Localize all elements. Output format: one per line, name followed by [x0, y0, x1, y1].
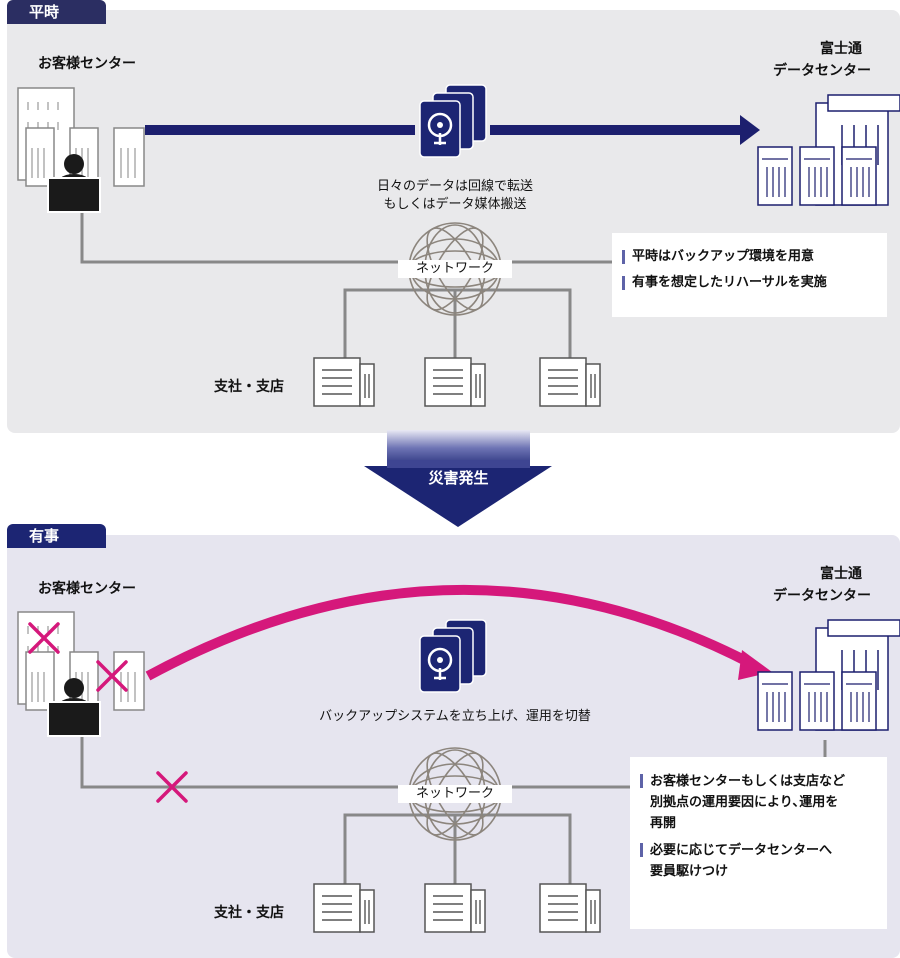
customer-center-icon: [17, 87, 145, 189]
branch-office-icon: [424, 357, 486, 407]
note-item: 有事を想定したリハーサルを実施: [620, 273, 879, 293]
transfer-caption-line2: もしくはデータ媒体搬送: [383, 197, 527, 212]
branch-office-icon: [313, 357, 375, 407]
tab-emergency: 有事: [7, 524, 106, 548]
datacenter-building-icon: [757, 94, 900, 206]
note-item: お客様センターもしくは支店など 別拠点の運用要因により､運用を 再開: [638, 771, 879, 834]
branches-label: 支社・支店: [214, 905, 284, 921]
datacenter-label: データセンター: [773, 63, 871, 79]
note-line: 再開: [650, 816, 677, 831]
hard-disk-icon: [418, 83, 488, 159]
normal-notes: 平時はバックアップ環境を用意 有事を想定したリハーサルを実施: [612, 233, 887, 317]
transfer-arrow-shaft: [145, 125, 415, 135]
customer-center-label: お客様センター: [38, 581, 136, 597]
network-label: ネットワーク: [398, 260, 512, 278]
branches-label: 支社・支店: [214, 379, 284, 395]
note-line: お客様センターもしくは支店など: [650, 774, 846, 789]
emergency-notes: お客様センターもしくは支店など 別拠点の運用要因により､運用を 再開 必要に応じ…: [630, 757, 887, 929]
branch-office-icon: [539, 883, 601, 933]
datacenter-label: データセンター: [773, 588, 871, 604]
network-label: ネットワーク: [398, 785, 512, 803]
transfer-caption-line1: 日々のデータは回線で転送: [376, 179, 533, 194]
note-item: 平時はバックアップ環境を用意: [620, 247, 879, 267]
customer-center-label: お客様センター: [38, 56, 136, 72]
disaster-arrow: [364, 430, 552, 527]
branch-office-icon: [539, 357, 601, 407]
note-line: 別拠点の運用要因により､運用を: [650, 795, 839, 810]
hard-disk-icon: [418, 618, 488, 694]
transfer-arrow-head: [740, 115, 760, 145]
note-item: 必要に応じてデータセンターへ 要員駆けつけ: [638, 840, 879, 882]
branch-office-icon: [424, 883, 486, 933]
note-line: 必要に応じてデータセンターへ: [650, 843, 833, 858]
tab-normal: 平時: [7, 0, 106, 24]
disaster-label: 災害発生: [428, 469, 489, 487]
note-line: 要員駆けつけ: [650, 864, 729, 879]
fujitsu-label: 富士通: [820, 41, 862, 57]
fujitsu-label: 富士通: [820, 566, 862, 582]
switch-caption: バックアップシステムを立ち上げ、運用を切替: [319, 709, 591, 724]
branch-office-icon: [313, 883, 375, 933]
datacenter-building-icon: [757, 619, 900, 731]
switchover-arc: [145, 585, 755, 681]
